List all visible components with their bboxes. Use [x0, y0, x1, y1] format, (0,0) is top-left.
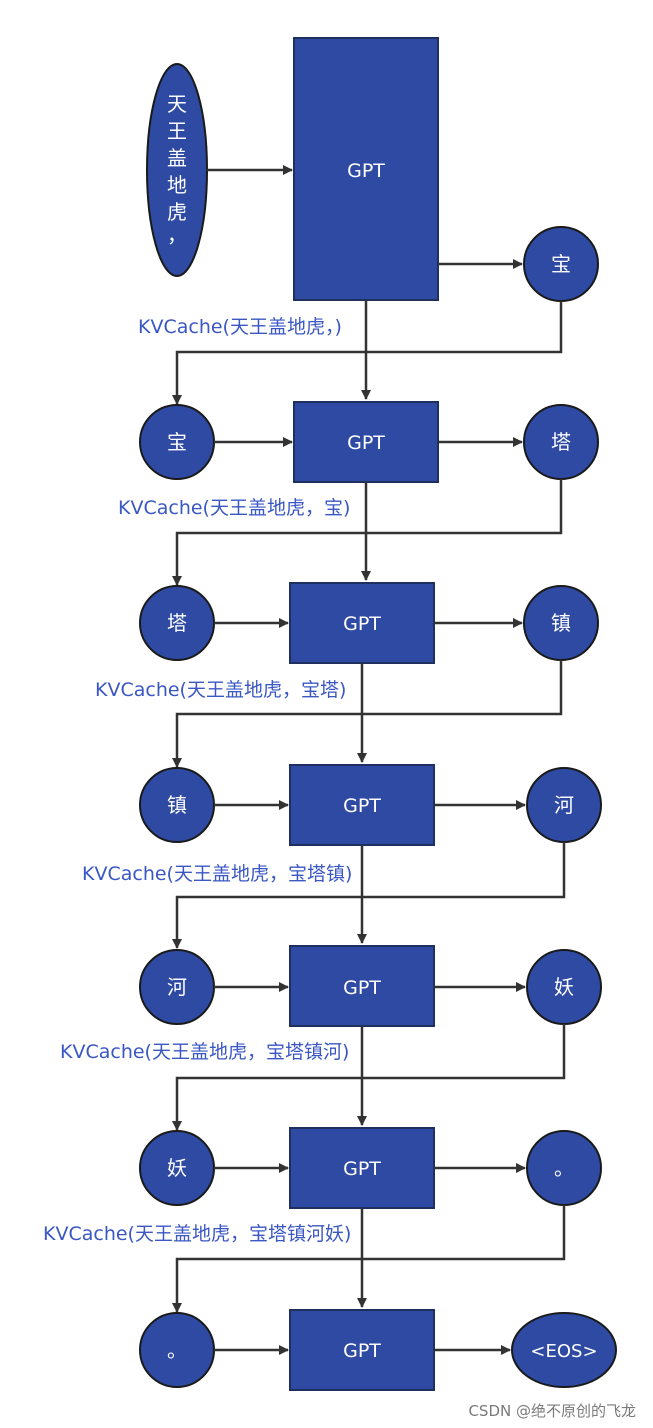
- kvcache-label: KVCache(天王盖地虎，宝塔): [95, 679, 346, 701]
- gpt-box-7: [289, 1309, 435, 1391]
- gpt-box-3: [289, 582, 435, 664]
- eos-token-node: [511, 1312, 617, 1388]
- gpt-label: GPT: [343, 977, 381, 999]
- arrow-feedback: [172, 660, 563, 768]
- input-token: 河: [167, 975, 187, 999]
- input-token: 宝: [167, 430, 187, 454]
- gpt-label: GPT: [347, 432, 385, 454]
- input-token-char: ，: [167, 223, 187, 247]
- input-token-char: 虎: [167, 200, 187, 224]
- output-token: 妖: [554, 975, 574, 999]
- input-token: 妖: [167, 1156, 187, 1180]
- input-token-char: 盖: [167, 146, 187, 170]
- arrow-feedback: [172, 842, 566, 949]
- output-token: 塔: [551, 430, 571, 454]
- output-token: 河: [554, 793, 574, 817]
- output-token: 。: [554, 1156, 574, 1180]
- input-token: 镇: [167, 793, 187, 817]
- output-token: 镇: [551, 611, 571, 635]
- kvcache-label: KVCache(天王盖地虎，宝塔镇河): [60, 1041, 349, 1063]
- gpt-label: GPT: [347, 160, 385, 182]
- arrow-feedback: [172, 301, 563, 405]
- input-token-char: 天: [167, 92, 187, 116]
- arrow-feedback: [172, 1024, 566, 1131]
- gpt-box-6: [289, 1127, 435, 1209]
- kvcache-label: KVCache(天王盖地虎，): [138, 316, 342, 338]
- input-token-char: 王: [167, 119, 187, 143]
- gpt-label: GPT: [343, 1158, 381, 1180]
- input-token-char: 地: [167, 173, 187, 197]
- eos-token: <EOS>: [530, 1341, 597, 1362]
- gpt-label: GPT: [343, 1340, 381, 1362]
- input-token: 。: [167, 1338, 187, 1362]
- kvcache-label: KVCache(天王盖地虎，宝): [118, 497, 350, 519]
- kvcache-label: KVCache(天王盖地虎，宝塔镇): [82, 863, 352, 885]
- gpt-box-5: [289, 945, 435, 1027]
- kvcache-label: KVCache(天王盖地虎，宝塔镇河妖): [43, 1223, 351, 1245]
- input-token: 塔: [167, 611, 187, 635]
- arrow-feedback: [172, 1205, 566, 1313]
- gpt-label: GPT: [343, 795, 381, 817]
- gpt-box-4: [289, 764, 435, 846]
- gpt-label: GPT: [343, 613, 381, 635]
- watermark: CSDN @绝不原创的飞龙: [468, 1402, 636, 1420]
- output-token: 宝: [551, 252, 571, 276]
- arrow-feedback: [172, 479, 563, 586]
- gpt-box-1: [293, 37, 439, 301]
